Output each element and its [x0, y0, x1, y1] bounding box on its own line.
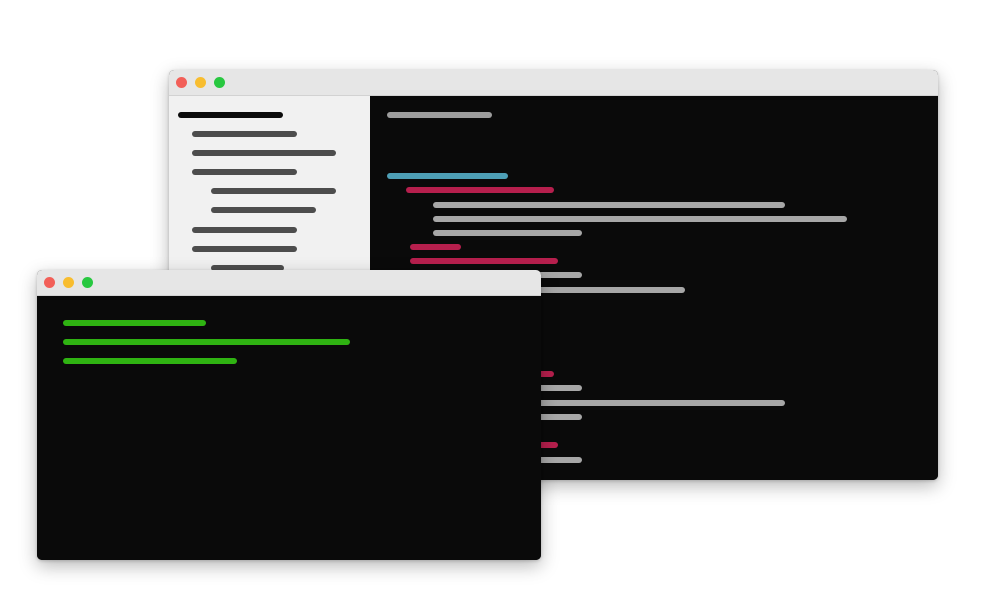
code-line-text — [433, 400, 785, 406]
sidebar-item[interactable] — [192, 169, 297, 175]
code-line-text — [433, 230, 582, 236]
sidebar-item[interactable] — [192, 246, 297, 252]
close-dot[interactable] — [44, 277, 55, 288]
sidebar-item[interactable] — [211, 188, 336, 194]
sidebar-item[interactable] — [211, 207, 316, 213]
code-line-tag — [410, 244, 461, 250]
code-line-keyword — [387, 173, 508, 179]
sidebar-item[interactable] — [192, 150, 336, 156]
terminal-window — [37, 270, 541, 560]
terminal-output-line — [63, 339, 350, 345]
close-dot[interactable] — [176, 77, 187, 88]
code-line-tag — [410, 258, 558, 264]
code-line-text — [433, 202, 785, 208]
sidebar-item[interactable] — [192, 227, 297, 233]
code-line-comment — [387, 112, 492, 118]
sidebar-heading — [178, 112, 283, 118]
sidebar-item[interactable] — [192, 131, 297, 137]
maximize-dot[interactable] — [214, 77, 225, 88]
terminal-output-line — [63, 320, 206, 326]
editor-titlebar[interactable] — [169, 70, 938, 96]
code-line-text — [433, 287, 685, 293]
minimize-dot[interactable] — [195, 77, 206, 88]
code-line-text — [433, 216, 847, 222]
minimize-dot[interactable] — [63, 277, 74, 288]
terminal-titlebar[interactable] — [37, 270, 541, 296]
terminal-output-line — [63, 358, 237, 364]
terminal-body[interactable] — [37, 296, 541, 560]
maximize-dot[interactable] — [82, 277, 93, 288]
sidebar-item[interactable] — [211, 265, 284, 271]
code-line-tag — [406, 187, 554, 193]
